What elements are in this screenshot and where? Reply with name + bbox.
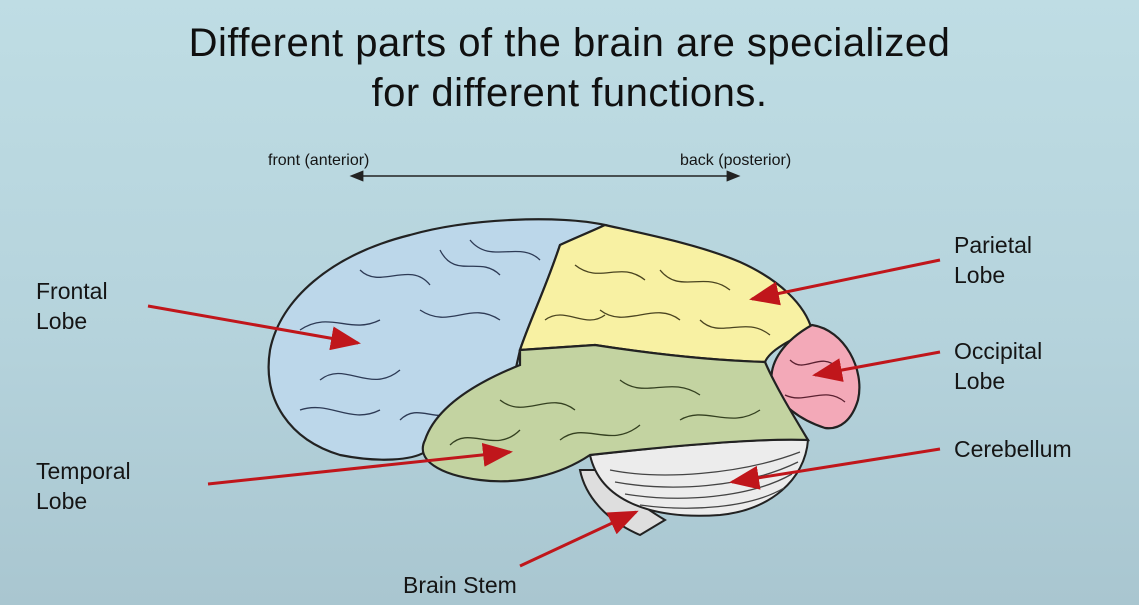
parietal-lobe-label: Parietal Lobe — [954, 232, 1032, 288]
parietal-lobe-arrow — [749, 258, 941, 306]
title-line-2: for different functions. — [371, 71, 768, 115]
front-anterior-label: front (anterior) — [268, 152, 370, 169]
occipital-lobe-arrow — [812, 350, 941, 382]
frontal-lobe-arrow — [147, 304, 361, 351]
temporal-lobe-arrow — [207, 442, 513, 486]
temporal-lobe — [421, 343, 810, 483]
parietal-lobe — [518, 223, 814, 364]
back-posterior-label: back (posterior) — [680, 152, 792, 169]
brain-stem-arrow — [519, 510, 639, 568]
brain-stem-label: Brain Stem — [403, 572, 517, 598]
frontal-lobe-label: Frontal Lobe — [36, 278, 108, 334]
occipital-lobe-label: Occipital Lobe — [954, 338, 1043, 394]
cerebellum-arrow — [729, 447, 941, 490]
title-line-1: Different parts of the brain are special… — [188, 21, 951, 65]
cerebellum-label: Cerebellum — [954, 436, 1072, 462]
temporal-lobe-label: Temporal Lobe — [36, 458, 131, 514]
page-title: Different parts of the brain are special… — [0, 18, 1139, 118]
